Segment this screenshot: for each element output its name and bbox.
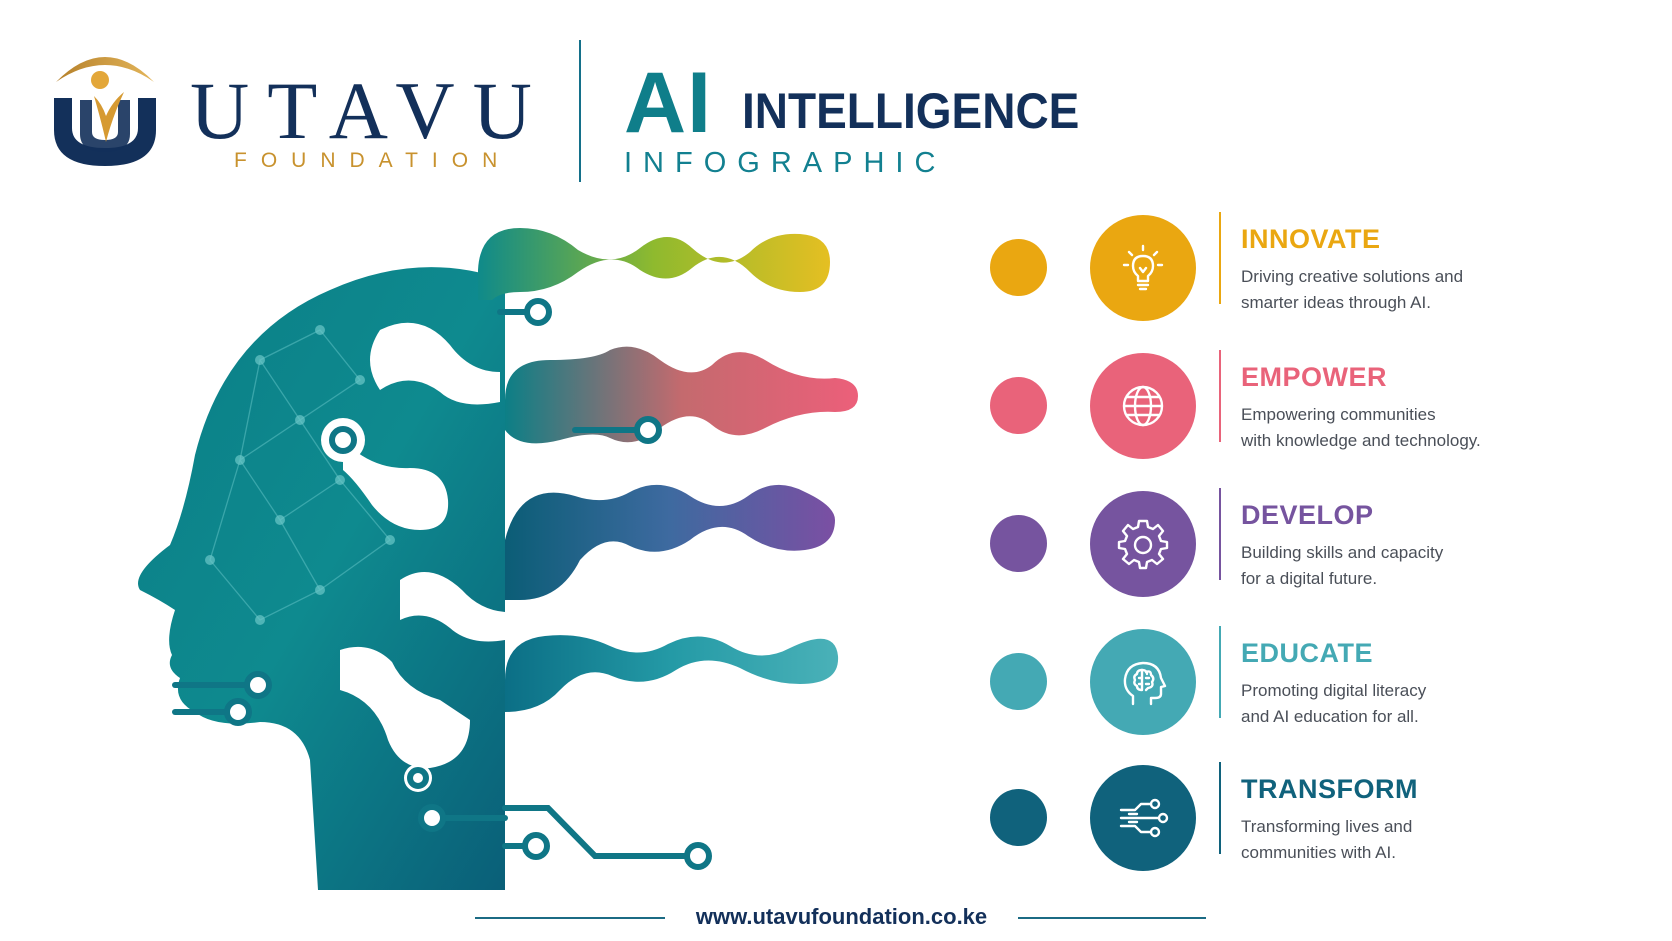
pillar-divider bbox=[1219, 762, 1221, 854]
pillar-divider bbox=[1219, 488, 1221, 580]
pillar-badge bbox=[1090, 491, 1196, 597]
pillar-empower: EMPOWER Empowering communities with know… bbox=[990, 350, 1550, 462]
pillar-description-line: communities with AI. bbox=[1241, 843, 1396, 862]
pillar-divider bbox=[1219, 212, 1221, 304]
header-divider bbox=[579, 40, 581, 182]
title-infographic: INFOGRAPHIC bbox=[624, 147, 947, 179]
pillar-title: INNOVATE bbox=[1241, 224, 1381, 254]
pillar-dot bbox=[990, 377, 1047, 434]
pillar-description-line: Driving creative solutions and bbox=[1241, 267, 1464, 286]
pillar-title: TRANSFORM bbox=[1241, 774, 1418, 804]
pillar-description-line: Building skills and capacity bbox=[1241, 543, 1444, 562]
pillar-dot bbox=[990, 653, 1047, 710]
pillar-title: EMPOWER bbox=[1241, 362, 1388, 392]
pillar-educate: EDUCATE Promoting digital literacy and A… bbox=[990, 626, 1550, 738]
pillar-description: Empowering communities with knowledge an… bbox=[1241, 402, 1541, 454]
title-ai: AI bbox=[624, 55, 712, 151]
pillar-description-line: for a digital future. bbox=[1241, 569, 1378, 588]
pillar-dot bbox=[990, 789, 1047, 846]
pillar-description: Building skills and capacity for a digit… bbox=[1241, 540, 1541, 592]
pillar-title: DEVELOP bbox=[1241, 500, 1374, 530]
pillar-dot bbox=[990, 239, 1047, 296]
pillar-description-line: smarter ideas through AI. bbox=[1241, 293, 1431, 312]
brain-head-icon bbox=[1123, 661, 1167, 706]
pillar-description: Driving creative solutions and smarter i… bbox=[1241, 264, 1541, 316]
pillar-description-line: and AI education for all. bbox=[1241, 707, 1419, 726]
pillar-description-line: Transforming lives and bbox=[1241, 817, 1413, 836]
pillar-description-line: Empowering communities bbox=[1241, 405, 1436, 424]
pillar-develop: DEVELOP Building skills and capacity for… bbox=[990, 488, 1550, 600]
brand-subtitle: FOUNDATION bbox=[234, 149, 512, 172]
pillar-divider bbox=[1219, 626, 1221, 718]
pillar-badge bbox=[1090, 353, 1196, 459]
footer-website-link[interactable]: www.utavufoundation.co.ke bbox=[695, 904, 988, 929]
title-intelligence: INTELLIGENCE bbox=[742, 83, 1080, 139]
globe-icon bbox=[1122, 385, 1164, 427]
pillar-description-line: Promoting digital literacy bbox=[1241, 681, 1427, 700]
lightbulb-icon bbox=[1122, 244, 1164, 291]
pillar-badge bbox=[1090, 215, 1196, 321]
circuit-icon bbox=[1119, 798, 1169, 838]
ai-head-illustration bbox=[138, 228, 858, 891]
pillar-transform: TRANSFORM Transforming lives and communi… bbox=[990, 762, 1550, 874]
pillar-description: Promoting digital literacy and AI educat… bbox=[1241, 678, 1541, 730]
pillar-description-line: with knowledge and technology. bbox=[1241, 431, 1481, 450]
utavu-logo-icon bbox=[54, 57, 156, 166]
pillar-badge bbox=[1090, 765, 1196, 871]
pillar-divider bbox=[1219, 350, 1221, 442]
footer-divider-left bbox=[475, 917, 665, 919]
pillar-dot bbox=[990, 515, 1047, 572]
gear-icon bbox=[1117, 519, 1169, 570]
pillar-innovate: INNOVATE Driving creative solutions and … bbox=[990, 212, 1550, 324]
brand-name: UTAVU bbox=[190, 65, 550, 156]
pillar-title: EDUCATE bbox=[1241, 638, 1374, 668]
pillar-description: Transforming lives and communities with … bbox=[1241, 814, 1541, 866]
pillar-badge bbox=[1090, 629, 1196, 735]
footer-divider-right bbox=[1018, 917, 1206, 919]
